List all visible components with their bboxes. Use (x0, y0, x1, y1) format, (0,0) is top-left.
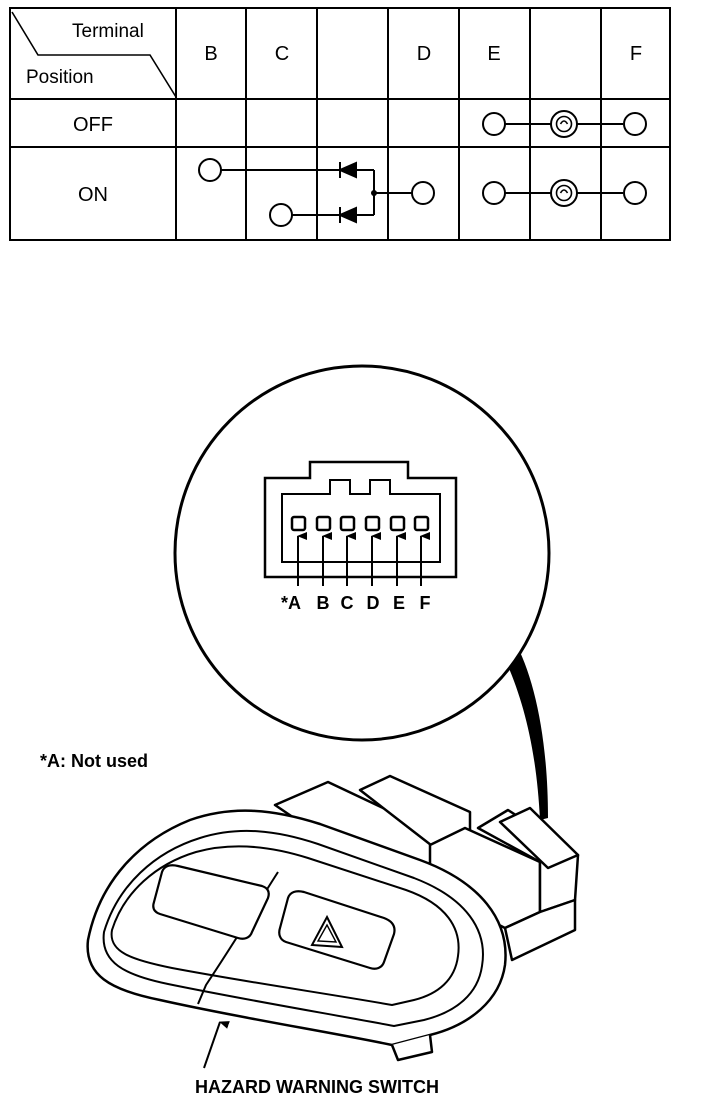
continuity-table (9, 7, 671, 241)
terminal-e-node (482, 181, 506, 205)
switch-connector-top (498, 806, 580, 870)
terminal-c-node (269, 203, 293, 227)
header-terminal-label: Terminal (72, 21, 144, 42)
connector-face-icon (263, 460, 458, 579)
pin-label-b: B (317, 593, 330, 613)
terminal-b-node (198, 158, 222, 182)
connector-pin (413, 515, 430, 532)
row-label-off: OFF (73, 114, 113, 136)
pin-label-e: E (393, 593, 405, 613)
switch-window-right (278, 890, 396, 970)
connector-pin (315, 515, 332, 532)
switch-bottom-edge (390, 1034, 434, 1062)
off-row-circuit (482, 110, 647, 138)
column-label-d: D (417, 43, 431, 65)
switch-caption: HAZARD WARNING SWITCH (195, 1077, 439, 1097)
header-position-label: Position (26, 67, 94, 88)
table-border (9, 7, 671, 241)
column-label-f: F (630, 43, 642, 65)
hazard-triangle-icon (310, 914, 344, 949)
row-label-on: ON (78, 184, 108, 206)
switch-rear-tab (358, 774, 472, 854)
connector-pin (389, 515, 406, 532)
header-diagonal (11, 11, 177, 98)
connector-pin (364, 515, 381, 532)
diode-icon (337, 161, 357, 179)
connector-pin (339, 515, 356, 532)
hazard-switch-body (86, 774, 580, 1062)
on-row-circuit (198, 158, 647, 227)
terminal-f-node (623, 181, 647, 205)
terminal-d-node (411, 181, 435, 205)
pin-label-c: C (341, 593, 354, 613)
column-label-b: B (204, 43, 217, 65)
pin-arrows (297, 532, 430, 586)
switch-connector-side (503, 898, 577, 962)
indicator-bulb-icon (550, 179, 578, 207)
diode-icon (337, 206, 357, 224)
connector-pin (290, 515, 307, 532)
switch-window-left (152, 864, 270, 940)
terminal-e-node (482, 112, 506, 136)
not-used-note: *A: Not used (40, 751, 148, 771)
caption-leader-arrow (203, 1021, 230, 1069)
terminal-f-node (623, 112, 647, 136)
pin-label-f: F (420, 593, 431, 613)
pin-label-a: *A (281, 593, 301, 613)
column-label-c: C (275, 43, 289, 65)
indicator-bulb-icon (550, 110, 578, 138)
connector-pins (290, 515, 430, 532)
pin-label-d: D (367, 593, 380, 613)
column-label-e: E (487, 43, 500, 65)
